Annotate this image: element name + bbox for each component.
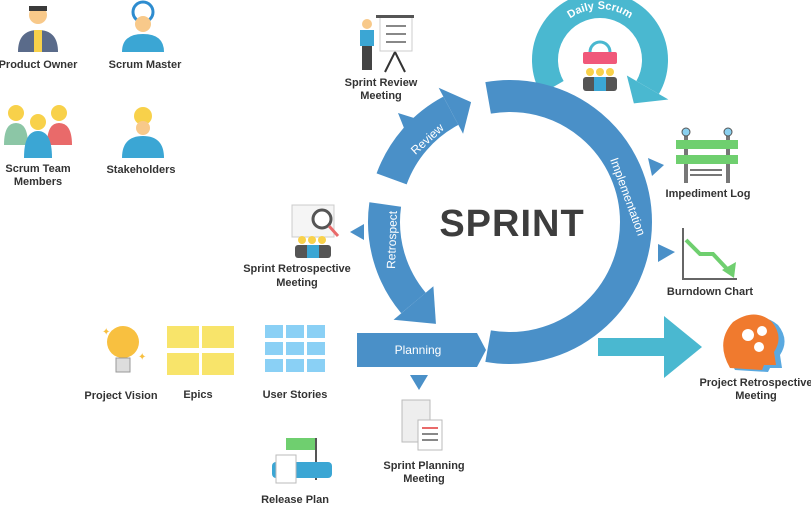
user-stories-icon bbox=[265, 325, 325, 372]
burndown-chart-icon bbox=[682, 228, 737, 280]
product-owner-label: Product Owner bbox=[0, 59, 78, 71]
product-owner-icon bbox=[18, 6, 58, 52]
scrum-master-icon bbox=[122, 0, 164, 52]
planning-arrow bbox=[357, 333, 486, 367]
epics-label: Epics bbox=[183, 389, 212, 401]
user-stories-label: User Stories bbox=[263, 389, 328, 401]
review-arc bbox=[376, 96, 459, 185]
scrum-team-label-1: Scrum Team bbox=[5, 163, 70, 175]
sprint-review-label-2: Meeting bbox=[360, 90, 402, 102]
daily-scrum-arrow bbox=[532, 0, 668, 94]
pointer-planning bbox=[410, 375, 428, 390]
stakeholders-label: Stakeholders bbox=[106, 164, 175, 176]
project-vision-icon: ✦✦ bbox=[102, 326, 146, 373]
retrospect-arc bbox=[368, 202, 427, 314]
daily-scrum-meeting-icon bbox=[583, 40, 617, 91]
scrum-team-label-2: Members bbox=[14, 176, 62, 188]
review-arrowhead bbox=[438, 87, 472, 134]
sprint-review-icon bbox=[360, 15, 414, 73]
implementation-arc bbox=[485, 80, 652, 364]
project-retro-arrow bbox=[598, 316, 702, 378]
release-plan-icon bbox=[272, 438, 332, 484]
epics-icon bbox=[167, 326, 234, 375]
user-story-card bbox=[265, 342, 283, 355]
svg-text:✦: ✦ bbox=[138, 352, 146, 363]
sprint-retro-label-2: Meeting bbox=[276, 277, 318, 289]
planning-label: Planning bbox=[395, 343, 442, 357]
project-retrospective-icon bbox=[723, 314, 785, 372]
sprint-retrospective-icon bbox=[291, 204, 340, 258]
pointer-impediment bbox=[648, 158, 664, 176]
scrum-team-icon bbox=[4, 105, 72, 158]
sprint-planning-label-1: Sprint Planning bbox=[383, 460, 464, 472]
release-plan-label: Release Plan bbox=[261, 494, 329, 506]
project-vision-label: Project Vision bbox=[84, 390, 157, 402]
project-retro-label-2: Meeting bbox=[735, 390, 777, 402]
project-retro-label-1: Project Retrospective bbox=[699, 377, 811, 389]
retrospect-label: Retrospect bbox=[384, 210, 400, 269]
impediment-log-label: Impediment Log bbox=[666, 188, 751, 200]
sprint-title: SPRINT bbox=[439, 203, 584, 245]
burndown-chart-label: Burndown Chart bbox=[667, 286, 753, 298]
user-story-card bbox=[286, 342, 304, 355]
pointer-retro bbox=[350, 224, 364, 240]
user-story-card bbox=[265, 325, 283, 338]
pointer-review bbox=[398, 113, 414, 128]
user-story-card bbox=[307, 342, 325, 355]
retrospect-arrowhead bbox=[393, 286, 436, 324]
user-story-card bbox=[307, 325, 325, 338]
sprint-retro-label-1: Sprint Retrospective bbox=[243, 263, 351, 275]
sprint-planning-icon bbox=[401, 399, 443, 451]
pointer-burndown bbox=[658, 244, 675, 262]
daily-scrum-arrowhead bbox=[626, 75, 669, 104]
user-story-card bbox=[286, 325, 304, 338]
svg-text:✦: ✦ bbox=[102, 327, 110, 338]
sprint-planning-label-2: Meeting bbox=[403, 473, 445, 485]
scrum-master-label: Scrum Master bbox=[109, 59, 182, 71]
impediment-log-icon bbox=[676, 127, 738, 183]
sprint-review-label-1: Sprint Review bbox=[345, 77, 418, 89]
user-story-card bbox=[286, 359, 304, 372]
user-story-card bbox=[307, 359, 325, 372]
user-story-card bbox=[265, 359, 283, 372]
stakeholders-icon bbox=[122, 107, 164, 158]
